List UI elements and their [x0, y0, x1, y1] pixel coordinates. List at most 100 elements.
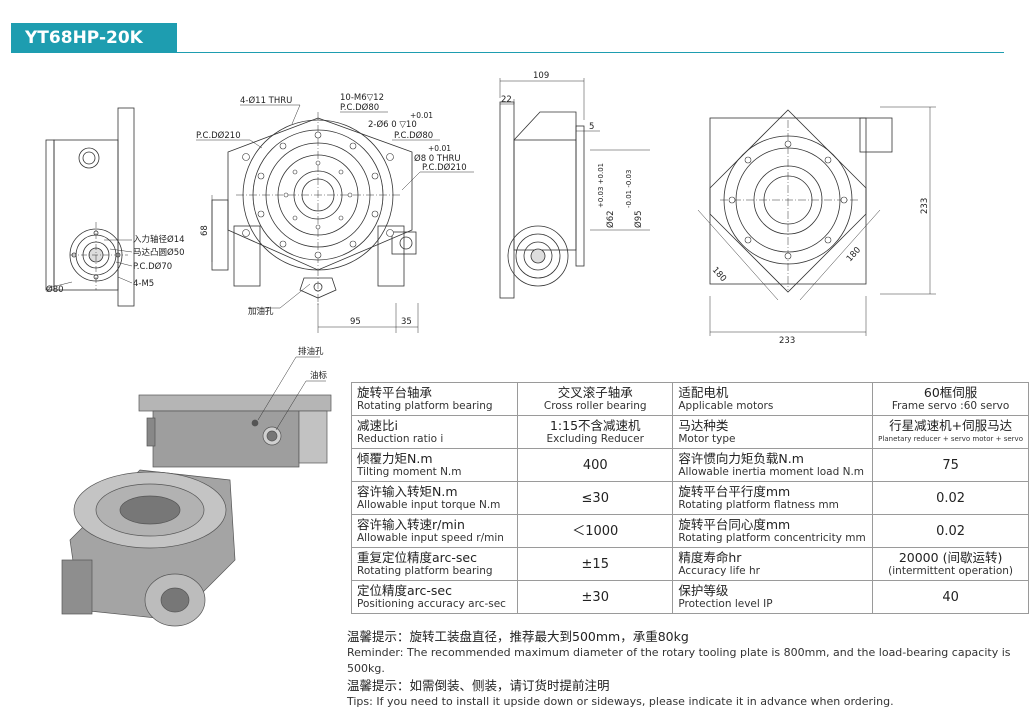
spec-text: 400: [582, 457, 608, 473]
spec-text: 交叉滚子轴承: [557, 385, 633, 400]
notes: 温馨提示：旋转工装盘直径，推荐最大到500mm，承重80kg Reminder:…: [347, 628, 1027, 710]
spec-text: 马达种类: [678, 418, 729, 433]
spec-text: 行星减速机+伺服马达: [889, 418, 1013, 433]
label-hole6: 2-Ø6 0 ▽10: [368, 119, 417, 130]
tips-cn: 温馨提示：如需倒装、侧装，请订货时提前注明: [347, 678, 610, 693]
side-view: [499, 78, 650, 299]
label-tol8: +0.01: [428, 144, 451, 153]
spec-text: 容许输入转矩N.m: [357, 484, 458, 499]
spec-text: 精度寿命hr: [678, 550, 742, 565]
spec-text: 保护等级: [678, 583, 729, 598]
label-dim109: 109: [533, 71, 549, 81]
spec-text: ±15: [581, 556, 609, 572]
label-dim180-right: 180: [845, 245, 863, 264]
spec-cell: 0.02: [872, 514, 1029, 548]
spec-cell: 0.02: [872, 481, 1029, 515]
spec-text: Allowable input speed r/min: [357, 532, 504, 544]
right-view-holes: [728, 140, 848, 260]
label-oil-port: 加油孔: [248, 306, 274, 317]
front-view: [196, 104, 474, 333]
product-render-side: [138, 394, 332, 468]
spec-text: Cross roller bearing: [543, 400, 647, 412]
label-spigot: 马达凸圆Ø50: [133, 247, 185, 258]
label-shaft: 入力轴径Ø14: [133, 234, 185, 245]
spec-text: Excluding Reducer: [546, 433, 644, 445]
label-gauge: 油标: [310, 370, 328, 381]
spec-text: Allowable input torque N.m: [357, 499, 501, 511]
spec-text: ±30: [581, 589, 609, 605]
spec-text: 旋转平台同心度mm: [678, 517, 791, 532]
model-title: YT68HP-20K: [11, 23, 177, 53]
spec-text: 1:15不含减速机: [549, 418, 641, 433]
spec-text: Accuracy life hr: [678, 565, 760, 577]
spec-text: Rotating platform flatness mm: [678, 499, 839, 511]
spec-text: (intermittent operation): [888, 565, 1013, 577]
spec-text: 60框伺服: [923, 385, 978, 400]
label-dim35: 35: [401, 317, 412, 327]
label-pcd210: P.C.DØ210: [196, 130, 241, 141]
spec-text: 容许惯向力矩负载N.m: [678, 451, 804, 466]
spec-text: 适配电机: [678, 385, 729, 400]
spec-text: 40: [942, 589, 959, 605]
label-thru11: 4-Ø11 THRU: [240, 95, 292, 106]
spec-text: 容许输入转速r/min: [357, 517, 465, 532]
spec-text: Rotating platform concentricity mm: [678, 532, 866, 544]
label-tol62: +0.03 +0.01: [597, 163, 605, 208]
spec-text: 旋转平台平行度mm: [678, 484, 791, 499]
label-pcd210b: P.C.DØ210: [422, 162, 467, 173]
label-drain: 排油孔: [298, 346, 324, 357]
spec-text: ＜1000: [572, 523, 619, 539]
label-tol95: -0.01 -0.03: [625, 170, 633, 208]
spec-text: 重复定位精度arc-sec: [357, 550, 477, 565]
spec-cell: 400: [517, 448, 674, 482]
spec-cell: 行星减速机+伺服马达 Planetary reducer + servo moto…: [872, 415, 1029, 449]
right-view: [697, 106, 936, 336]
spec-text: Applicable motors: [678, 400, 774, 412]
label-tol6: +0.01: [410, 111, 433, 120]
label-dim180-left: 180: [710, 265, 728, 284]
technical-drawing: 入力轴径Ø14 马达凸圆Ø50 P.C.DØ70 4-M5 Ø80: [45, 71, 936, 627]
spec-text: Tilting moment N.m: [357, 466, 462, 478]
label-dim233-vertical: 233: [920, 198, 930, 214]
label-pcd70: P.C.DØ70: [133, 261, 172, 272]
label-d62: Ø62: [605, 210, 616, 228]
spec-text: Rotating platform bearing: [357, 400, 493, 412]
render-leaders: [257, 356, 326, 431]
spec-text: 75: [942, 457, 959, 473]
label-dim22: 22: [501, 95, 512, 105]
product-render-iso: [61, 469, 236, 627]
label-pcd80b: P.C.DØ80: [394, 130, 433, 141]
label-m5: 4-M5: [133, 279, 154, 289]
label-dim95: 95: [350, 317, 361, 327]
label-dim5: 5: [589, 122, 594, 132]
spec-text: Planetary reducer + servo motor + servo: [878, 435, 1023, 443]
label-d95: Ø95: [633, 210, 644, 228]
spec-text: Protection level IP: [678, 598, 773, 610]
spec-cell: 40: [872, 580, 1029, 614]
spec-text: 减速比i: [357, 418, 398, 433]
left-view: [45, 107, 135, 307]
spec-cell: ＜1000: [517, 514, 674, 548]
spec-text: 定位精度arc-sec: [357, 583, 452, 598]
label-hole8: Ø8 0 THRU: [414, 153, 461, 164]
spec-text: Rotating platform bearing: [357, 565, 493, 577]
